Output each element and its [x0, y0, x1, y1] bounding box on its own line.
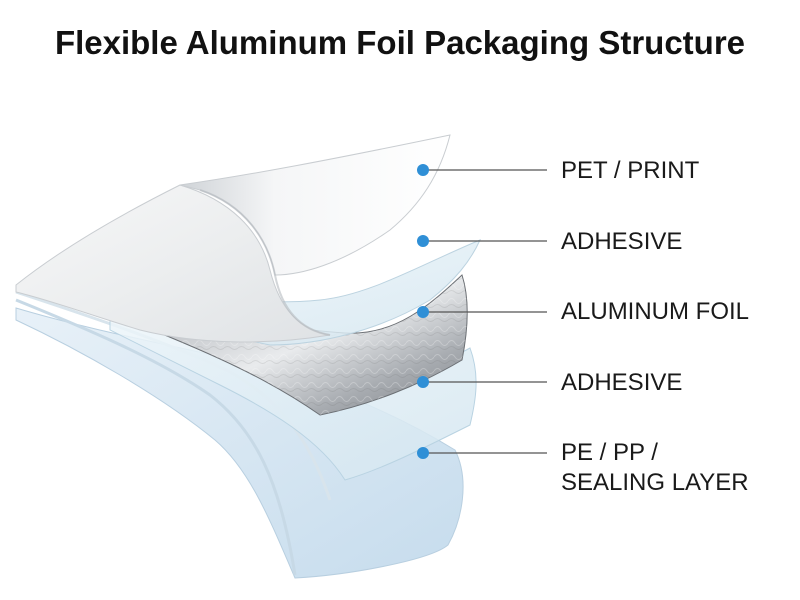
layer-label-line: ADHESIVE [561, 369, 683, 396]
marker-dot-1 [417, 164, 429, 176]
layer-label-line: ADHESIVE [561, 228, 683, 255]
layer-label-adhesive-2: ADHESIVE [561, 368, 682, 398]
marker-dot-3 [417, 306, 429, 318]
stack-edge-lower [15, 298, 297, 576]
layer-label-line: ALUMINUM FOIL [561, 298, 750, 325]
layer-label-line: PET / PRINT [561, 157, 700, 184]
pet-curl-shadow [199, 189, 331, 336]
layer-label-line: PE / PP / [561, 439, 658, 466]
aluminum-foil-texture [140, 275, 468, 415]
layer-label-adhesive-1: ADHESIVE [561, 227, 682, 257]
layer-label-aluminum-foil: ALUMINUM FOIL [561, 297, 749, 327]
marker-dot-5 [417, 447, 429, 459]
layer-label-sealing: PE / PP / SEALING LAYER [561, 438, 749, 498]
marker-dot-4 [417, 376, 429, 388]
marker-dot-2 [417, 235, 429, 247]
page-title: Flexible Aluminum Foil Packaging Structu… [54, 24, 746, 61]
layer-label-line: SEALING LAYER [561, 469, 749, 496]
layer-label-pet-print: PET / PRINT [561, 156, 699, 186]
